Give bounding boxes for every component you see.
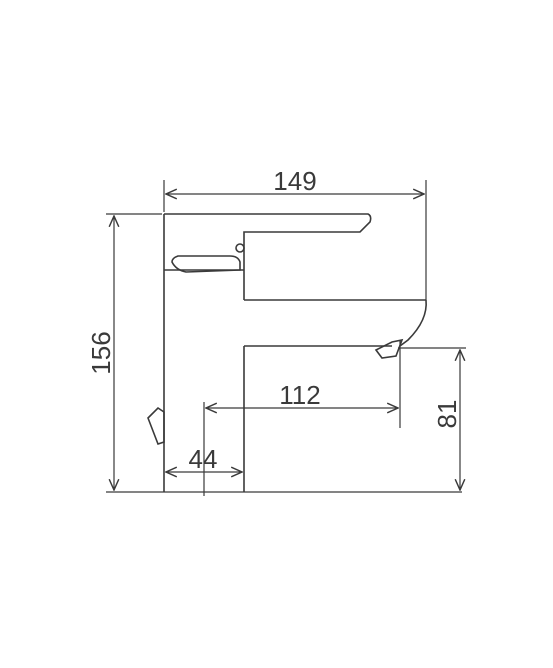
spout-tip-curve <box>399 299 427 347</box>
handle-outline <box>164 213 372 300</box>
base-width-label: 44 <box>189 444 218 474</box>
overall-width-label: 149 <box>273 166 316 196</box>
handle-pivot <box>235 243 245 253</box>
overall-height-label: 156 <box>86 331 116 374</box>
aerator <box>374 338 404 359</box>
pull-rod <box>147 406 165 446</box>
handle-lever <box>171 255 241 273</box>
dimension-spout-reach: 112 <box>203 340 401 496</box>
faucet-outline <box>147 213 427 492</box>
dimension-spout-height: 81 <box>398 347 466 490</box>
dimension-overall-width: 149 <box>163 166 427 300</box>
spout-height-label: 81 <box>432 400 462 429</box>
dimension-base-width: 44 <box>166 444 242 474</box>
spout-reach-label: 112 <box>279 380 320 410</box>
dimension-overall-height: 156 <box>86 213 462 493</box>
